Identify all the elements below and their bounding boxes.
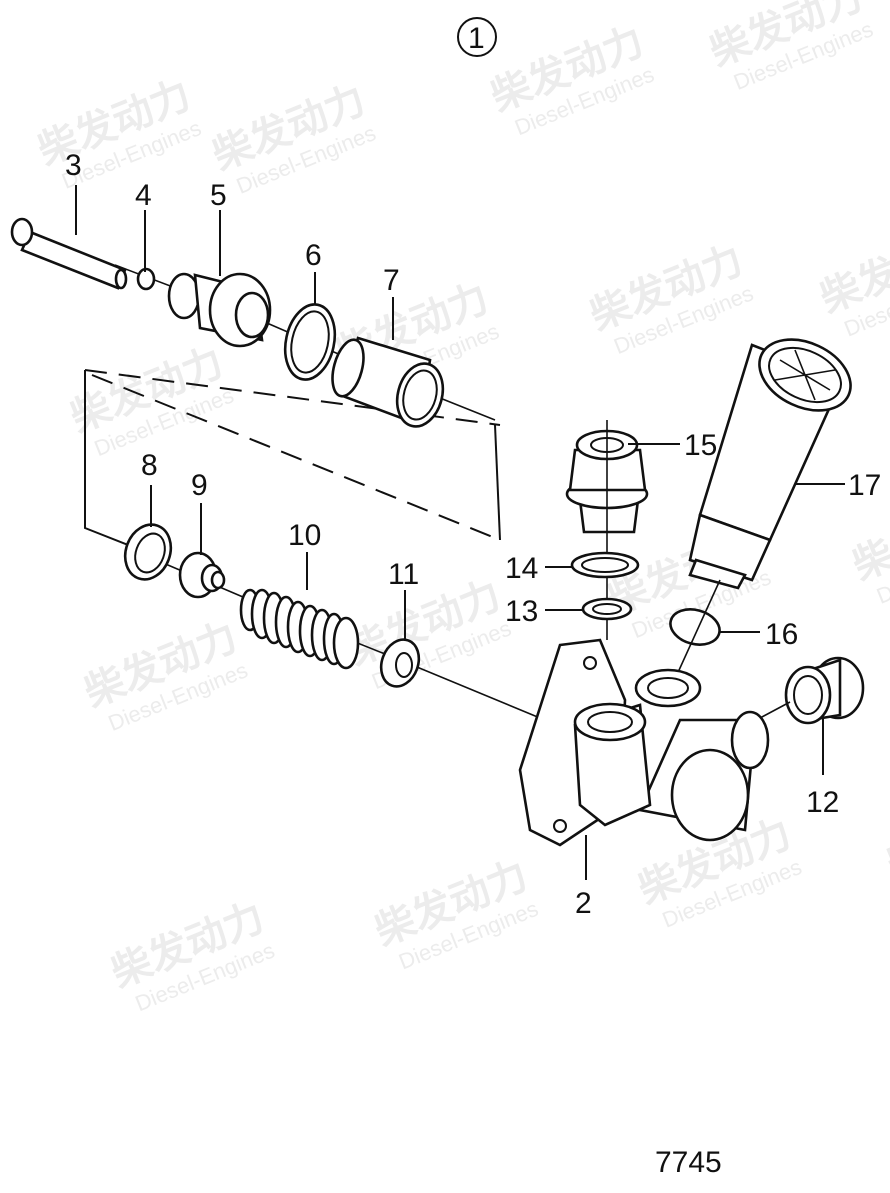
- label-15: 15: [684, 429, 717, 462]
- svg-text:柴发动力: 柴发动力: [881, 786, 890, 889]
- label-3: 3: [65, 149, 82, 182]
- label-6: 6: [305, 239, 322, 272]
- label-16: 16: [765, 618, 798, 651]
- svg-text:1: 1: [468, 22, 485, 55]
- label-17: 17: [848, 469, 881, 502]
- part-3-pin: [10, 217, 128, 290]
- label-8: 8: [141, 449, 158, 482]
- group-marker: 1: [457, 17, 497, 57]
- label-13: 13: [505, 595, 538, 628]
- leader-lines: [75, 185, 845, 880]
- label-14: 14: [505, 552, 538, 585]
- label-7: 7: [383, 264, 400, 297]
- part-11-washer: [379, 638, 421, 688]
- part-9-valve: [178, 551, 226, 599]
- svg-text:柴发动力: 柴发动力: [846, 487, 890, 590]
- label-12: 12: [806, 786, 839, 819]
- part-7-sleeve: [331, 336, 445, 428]
- part-12-plug: [759, 656, 865, 725]
- part-14-seal-ring: [570, 551, 640, 579]
- label-2: 2: [575, 887, 592, 920]
- label-9: 9: [191, 469, 208, 502]
- label-4: 4: [135, 179, 152, 212]
- drawing-number: 7745: [655, 1146, 722, 1179]
- part-5-plug: [167, 272, 272, 348]
- part-2-pump-housing: [518, 638, 770, 847]
- part-13-seal-ring: [581, 597, 633, 621]
- part-17-hand-primer: [688, 338, 852, 590]
- part-8-seal: [123, 523, 173, 581]
- callout-labels: 3 4 5 6 7 8 9 10 11 15 17 14 13 16 12 2 …: [65, 149, 881, 1179]
- label-5: 5: [210, 179, 227, 212]
- part-10-spring: [239, 588, 360, 670]
- part-6-o-ring: [283, 303, 337, 381]
- label-11: 11: [388, 558, 419, 591]
- label-10: 10: [288, 519, 321, 552]
